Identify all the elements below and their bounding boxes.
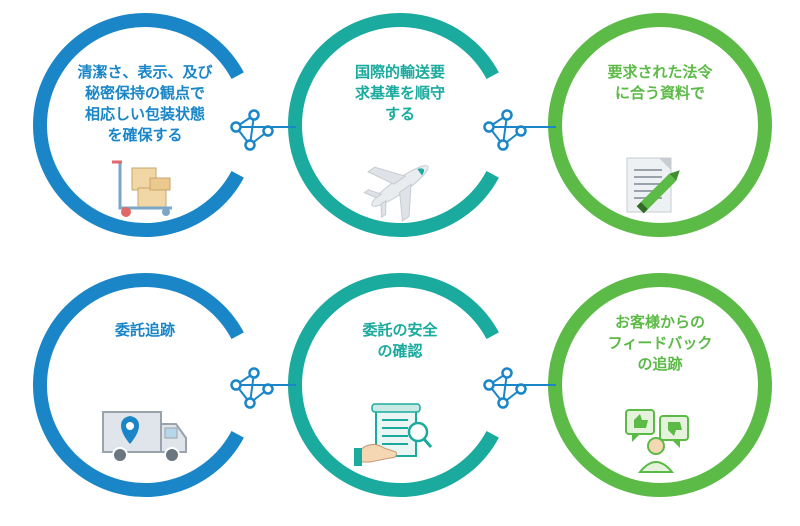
document-pencil-icon — [626, 157, 680, 214]
node-label: 委託の安全 の確認 — [362, 321, 438, 360]
connector-network-icon — [230, 109, 274, 151]
customer-feedback-icon — [625, 409, 689, 473]
airplane-icon — [363, 165, 429, 222]
hand-document-magnifier-icon — [354, 403, 433, 466]
hand-truck-boxes-icon — [112, 160, 172, 217]
node-label: 清潔さ、表示、及び 秘密保持の観点で 相応しい包装状態 を確保する — [77, 63, 213, 144]
connector-network-icon — [483, 109, 527, 151]
node-circle — [288, 273, 499, 497]
node-circle — [33, 13, 244, 237]
node-circle — [33, 273, 244, 497]
node-circle — [288, 13, 499, 237]
delivery-truck-location-icon — [102, 411, 187, 463]
connector-network-icon — [483, 367, 527, 409]
node-circle — [548, 13, 772, 237]
node-label: 国際的輸送要 求基準を順守 する — [354, 63, 445, 123]
node-label: お客様からの フィードバック の追跡 — [607, 313, 713, 373]
connector-network-icon — [230, 367, 274, 409]
node-label: 委託追跡 — [114, 321, 175, 339]
node-label: 要求された法令 に合う資料で — [607, 63, 713, 102]
